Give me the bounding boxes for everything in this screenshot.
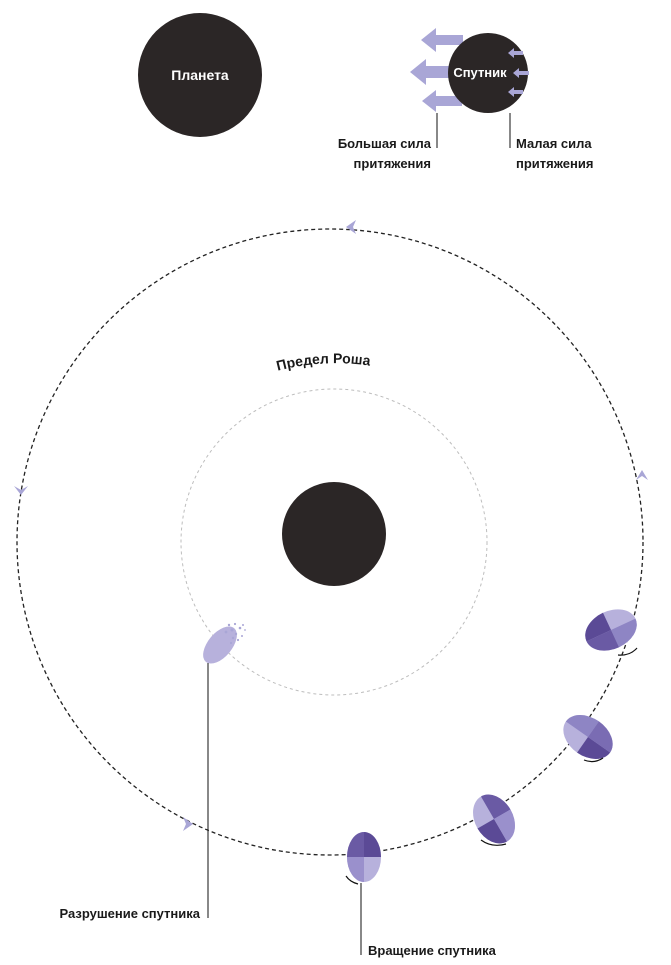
satellite-label: Спутник <box>453 65 507 80</box>
small-force-label-line2: притяжения <box>516 156 593 171</box>
orbit-path <box>16 228 644 856</box>
chevron-down-icon <box>14 486 28 495</box>
destruction-label: Разрушение спутника <box>59 906 200 921</box>
rotating-satellite-4 <box>347 832 381 882</box>
rotation-arrow-icon <box>345 875 359 885</box>
rotating-satellite-2 <box>563 715 613 759</box>
rotating-satellite-3 <box>473 794 515 844</box>
big-force-label-line2: притяжения <box>354 156 431 171</box>
planet-circle <box>138 13 262 137</box>
chevron-right-icon <box>183 817 193 831</box>
rotation-label: Вращение спутника <box>368 943 497 958</box>
small-force-arrow-icon <box>513 68 529 78</box>
chevron-up-icon <box>636 470 648 480</box>
small-force-arrows <box>508 48 529 97</box>
central-planet <box>282 482 386 586</box>
rotation-arrow-icon <box>583 757 604 763</box>
small-force-label-line1: Малая сила <box>516 136 592 151</box>
big-force-arrows <box>410 28 463 112</box>
orbit-direction-arrows <box>14 220 648 831</box>
big-force-label-line1: Большая сила <box>338 136 432 151</box>
disintegrating-satellite <box>203 622 246 664</box>
small-force-arrow-icon <box>508 48 523 58</box>
big-force-arrow-icon <box>410 59 455 85</box>
rotation-arrow-icon <box>617 647 638 656</box>
rotation-arrow-icon <box>480 839 507 846</box>
planet-label: Планета <box>171 67 229 83</box>
chevron-left-icon <box>346 220 356 234</box>
rotating-satellite-1 <box>585 609 637 651</box>
big-force-arrow-icon <box>422 90 462 112</box>
small-force-arrow-icon <box>508 87 523 97</box>
roche-limit-circle <box>180 388 488 696</box>
roche-limit-label: Предел Роша <box>275 350 372 374</box>
big-force-arrow-icon <box>421 28 463 52</box>
